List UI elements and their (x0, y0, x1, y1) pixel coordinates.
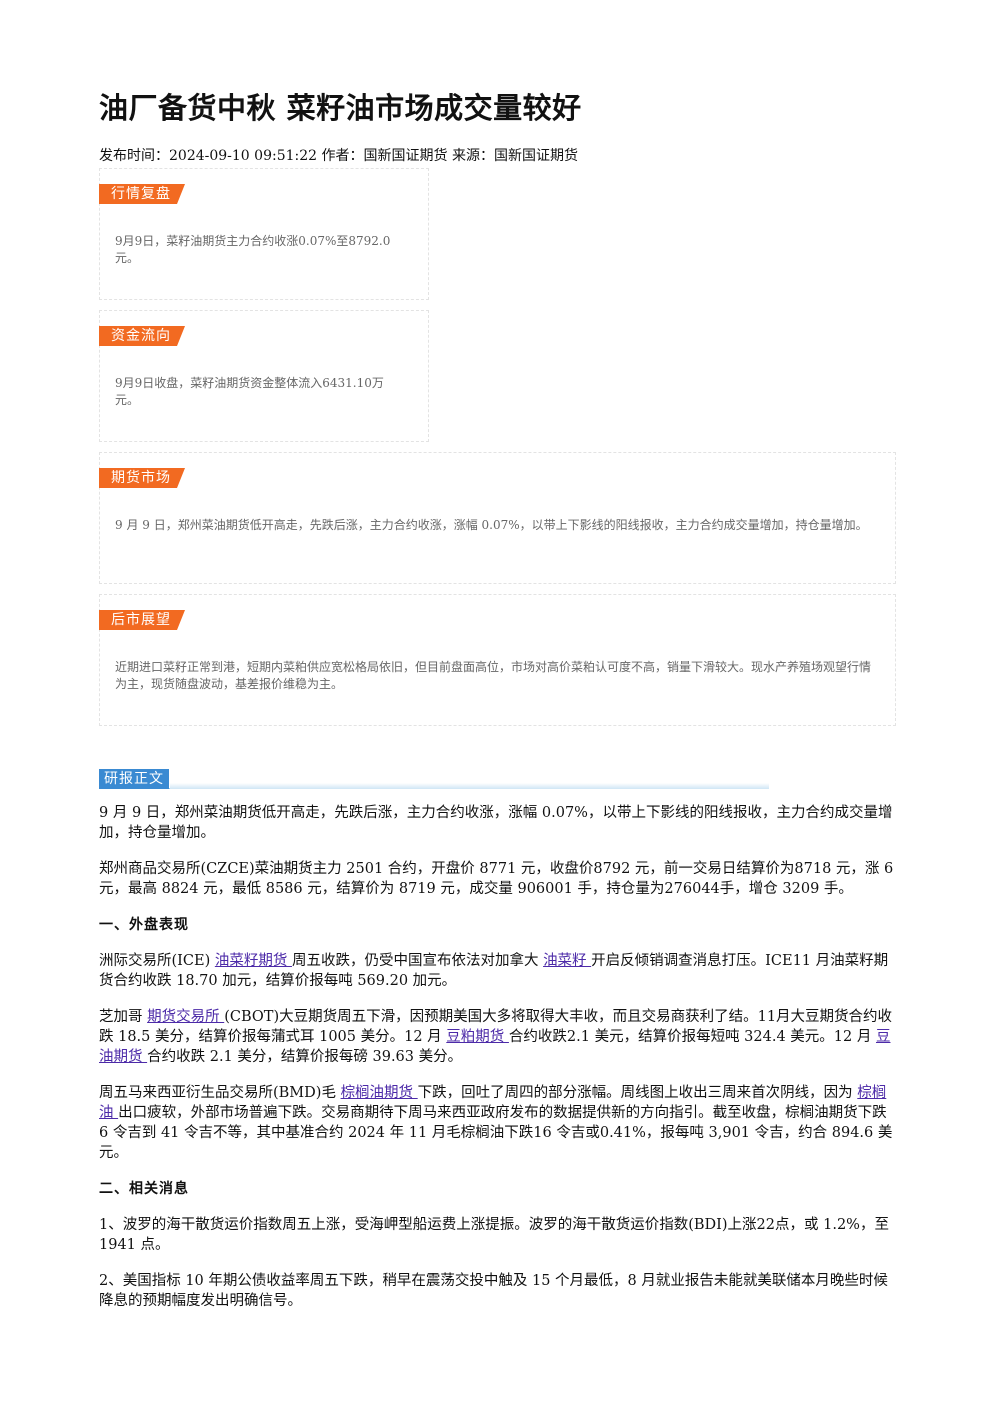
card-text: 近期进口菜籽正常到港，短期内菜粕供应宽松格局依旧，但目前盘面高位，市场对高价菜粕… (115, 660, 872, 691)
paragraph-cbot: 芝加哥 期货交易所 (CBOT)大豆期货周五下滑，因预期美国大多将取得大丰收，而… (99, 1007, 895, 1067)
text-segment: 芝加哥 (99, 1009, 148, 1025)
card-tag-label: 资金流向 (99, 326, 185, 346)
paragraph-ice: 洲际交易所(ICE) 油菜籽期货 周五收跌，仍受中国宣布依法对加拿大 油菜籽 开… (99, 951, 895, 991)
link-futures-exchange[interactable]: 期货交易所 (147, 1009, 225, 1025)
heading-overseas: 一、外盘表现 (99, 917, 189, 933)
link-palm-oil[interactable]: 棕榈油 (99, 1085, 887, 1121)
link-rapeseed[interactable]: 油菜籽 (543, 953, 592, 969)
card-futures-market: 期货市场 9 月 9 日，郑州菜油期货低开高走，先跌后涨，主力合约收涨，涨幅 0… (99, 452, 896, 584)
text-segment: (CBOT)大豆期货周五下滑，因预期美国大多将取得大丰收，而且交易商获利了结。1… (99, 1009, 893, 1045)
text-segment: 周五马来西亚衍生品交易所(BMD)毛 (99, 1085, 341, 1101)
paragraph-bdi: 1、波罗的海干散货运价指数周五上涨，受海岬型船运费上涨提振。波罗的海干散货运价指… (99, 1217, 889, 1253)
link-palm-oil-futures[interactable]: 棕榈油期货 (340, 1085, 418, 1101)
article-meta: 发布时间：2024-09-10 09:51:22 作者：国新国证期货 来源：国新… (99, 148, 578, 164)
paragraph-czce: 郑州商品交易所(CZCE)菜油期货主力 2501 合约，开盘价 8771 元，收… (99, 861, 894, 897)
heading-news: 二、相关消息 (99, 1181, 189, 1197)
card-tag: 行情复盘 (100, 183, 186, 203)
card-tag-label: 后市展望 (99, 610, 185, 630)
text-segment: 周五收跌，仍受中国宣布依法对加拿大 (291, 953, 544, 969)
link-rapeseed-futures[interactable]: 油菜籽期货 (214, 953, 292, 969)
card-tag: 资金流向 (100, 325, 186, 345)
card-tag-label: 期货市场 (99, 468, 185, 488)
card-tag: 后市展望 (100, 609, 186, 629)
paragraph-summary: 9 月 9 日，郑州菜油期货低开高走，先跌后涨，主力合约收涨，涨幅 0.07%，… (99, 805, 893, 841)
text-segment: 合约收跌 2.1 美分，结算价报每磅 39.63 美分。 (147, 1049, 463, 1065)
article-title: 油厂备货中秋 菜籽油市场成交量较好 (99, 91, 582, 125)
card-outlook: 后市展望 近期进口菜籽正常到港，短期内菜粕供应宽松格局依旧，但目前盘面高位，市场… (99, 594, 896, 726)
text-segment: 出口疲软，外部市场普遍下跌。交易商期待下周马来西亚政府发布的数据提供新的方向指引… (99, 1105, 893, 1161)
text-segment: 洲际交易所(ICE) (99, 953, 215, 969)
card-tag-label: 行情复盘 (99, 184, 185, 204)
link-soymeal-futures[interactable]: 豆粕期货 (446, 1029, 509, 1045)
card-market-review: 行情复盘 9月9日，菜籽油期货主力合约收涨0.07%至8792.0元。 (99, 168, 429, 300)
text-segment: 合约收跌2.1 美元，结算价报每短吨 324.4 美元。12 月 (508, 1029, 876, 1045)
card-text: 9月9日收盘，菜籽油期货资金整体流入6431.10万元。 (115, 376, 384, 407)
text-segment: 下跌，回吐了周四的部分涨幅。周线图上收出三周来首次阴线，因为 (417, 1085, 858, 1101)
card-tag: 期货市场 (100, 467, 186, 487)
text-segment: 开启反倾销调查消息打压。ICE11 月油菜籽期货合约收跌 18.70 加元，结算… (99, 953, 889, 989)
link-soyoil-futures[interactable]: 豆油期货 (99, 1029, 891, 1065)
section-label: 研报正文 (99, 769, 169, 789)
section-divider (170, 783, 769, 789)
card-text: 9月9日，菜籽油期货主力合约收涨0.07%至8792.0元。 (115, 234, 391, 265)
section-header: 研报正文 (99, 768, 769, 789)
card-text: 9 月 9 日，郑州菜油期货低开高走，先跌后涨，主力合约收涨，涨幅 0.07%，… (115, 518, 868, 532)
article: 油厂备货中秋 菜籽油市场成交量较好 发布时间：2024-09-10 09:51:… (99, 88, 896, 1311)
paragraph-bmd: 周五马来西亚衍生品交易所(BMD)毛 棕榈油期货 下跌，回吐了周四的部分涨幅。周… (99, 1083, 895, 1163)
paragraph-treasury: 2、美国指标 10 年期公债收益率周五下跌，稍早在震荡交投中触及 15 个月最低… (99, 1273, 888, 1309)
card-fund-flow: 资金流向 9月9日收盘，菜籽油期货资金整体流入6431.10万元。 (99, 310, 429, 442)
